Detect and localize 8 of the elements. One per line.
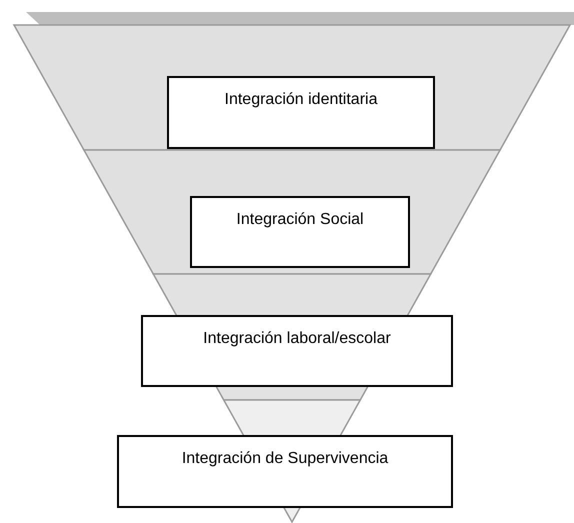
box-label: Integración identitaria	[224, 90, 378, 110]
text-box	[167, 76, 435, 149]
text-box	[141, 315, 453, 387]
box-label: Integración de Supervivencia	[182, 449, 388, 469]
box-label: Integración Social	[236, 210, 364, 230]
text-box	[190, 196, 410, 268]
text-box	[117, 435, 453, 508]
box-label: Integración laboral/escolar	[203, 329, 391, 349]
